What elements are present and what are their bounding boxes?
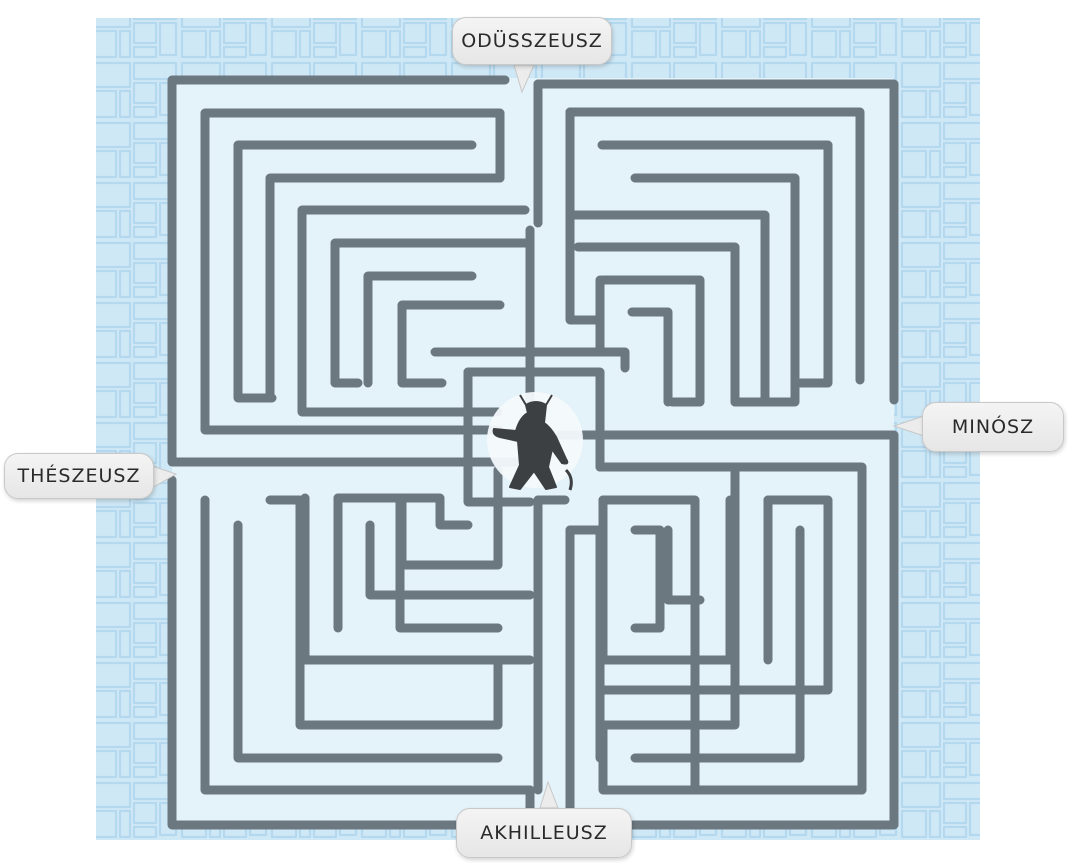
start-label-minosz-text: MINÓSZ (952, 416, 1034, 438)
start-label-minosz[interactable]: MINÓSZ (922, 402, 1064, 452)
start-label-odusszeusz-text: ODÜSSZEUSZ (461, 30, 603, 52)
start-label-theszeusz[interactable]: THÉSZEUSZ (4, 453, 154, 499)
start-label-akhilleusz[interactable]: AKHILLEUSZ (456, 808, 632, 858)
start-label-odusszeusz[interactable]: ODÜSSZEUSZ (452, 17, 612, 65)
start-label-akhilleusz-text: AKHILLEUSZ (480, 822, 608, 844)
start-label-theszeusz-text: THÉSZEUSZ (18, 465, 141, 487)
